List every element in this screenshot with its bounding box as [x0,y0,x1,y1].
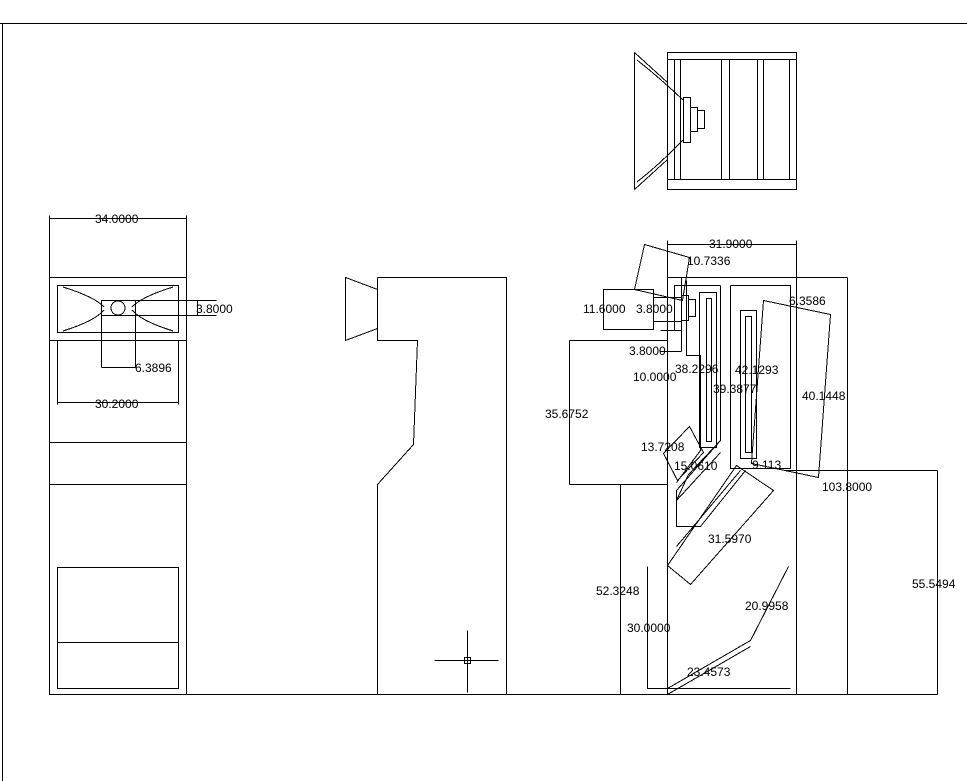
viewport-frame [0,23,967,781]
top-view [634,52,797,190]
dim-fold-f: 13.7208 [641,440,685,454]
front-view [49,215,217,695]
dim-fold-h: 9.113 [752,458,781,472]
dim-total-depth: 103.8000 [822,480,872,494]
dim-front-inner-width: 30.2000 [95,397,139,411]
dim-lower-height: 52.3248 [596,584,640,598]
dim-cabinet-height: 55.5494 [912,577,956,591]
dim-lower-a: 30.0000 [627,621,671,635]
dim-horn-height: 11.6000 [583,302,626,316]
dim-section-top-width: 31.9000 [709,237,753,251]
dim-front-driver: 3.8000 [196,302,233,316]
dim-lower-b: 20.9958 [745,599,789,613]
dim-horn-mouth: 10.7336 [687,254,731,268]
dim-fold-i: 31.5970 [708,532,752,546]
dim-fold-g: 15.0610 [674,459,718,473]
dim-fold-b: 38.2296 [675,362,719,376]
dim-front-width: 34.0000 [95,212,139,226]
side-view [345,276,507,695]
dim-driver-depth: 10.0000 [633,370,677,384]
dim-lower-c: 23.4573 [687,665,731,679]
dim-front-port: 6.3896 [135,361,172,375]
dim-driver-b: 3.8000 [629,344,666,358]
dim-side-height: 35.6752 [545,407,589,421]
dim-fold-c: 42.1293 [735,363,779,377]
section-view [49,240,938,696]
dim-fold-a: 6.3586 [789,294,826,308]
dim-driver-a: 3.8000 [636,302,673,316]
dim-fold-d: 39.3877 [713,382,757,396]
dim-fold-e: 40.1448 [802,389,846,403]
